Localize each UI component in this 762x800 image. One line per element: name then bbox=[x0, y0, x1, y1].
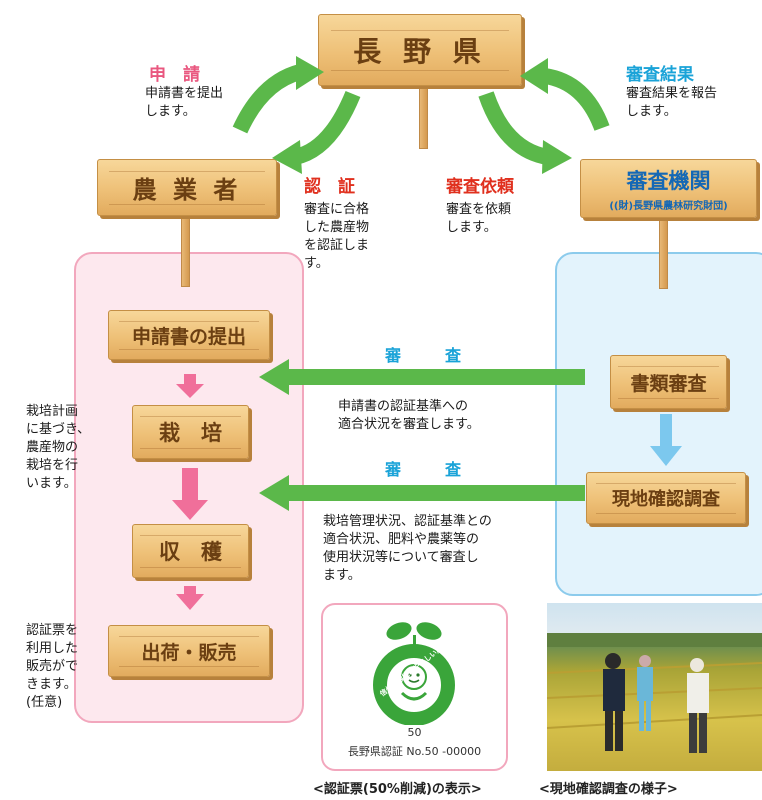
review-arrows bbox=[259, 359, 585, 511]
farmer-step-label: 栽 培 bbox=[159, 421, 222, 445]
result-label-group: 審査結果 審査結果を報告 します。 bbox=[626, 60, 717, 121]
certificate-number: 長野県認証 No.50 -00000 bbox=[347, 745, 482, 758]
inspector-label: 審査機関 bbox=[626, 169, 711, 193]
farmer-flow-arrows bbox=[172, 374, 208, 610]
ticket-note: 認証票を 利用した 販売がで きます。 (任意) bbox=[26, 623, 79, 710]
review-2-desc: 栽培管理状況、認証基準との 適合状況、肥料や農薬等の 使用状況等について審査し … bbox=[323, 514, 492, 583]
down-arrow-2 bbox=[172, 468, 208, 520]
arrow-head-farmer-to-prefecture bbox=[296, 56, 324, 90]
arrow-inspector-to-prefecture bbox=[543, 68, 610, 131]
prefecture-label: 長 野 県 bbox=[353, 35, 487, 68]
field-inspection-photo bbox=[547, 603, 762, 771]
arrow-head-prefecture-to-inspector bbox=[542, 140, 572, 174]
farmer-sign: 農 業 者 bbox=[97, 159, 277, 216]
arrow-prefecture-to-inspector bbox=[478, 91, 550, 165]
certificate-card: 信州の環境にやさしい農産物 50 長野県認証 No.50 -00000 bbox=[321, 603, 508, 771]
inspection-flow-arrow bbox=[650, 414, 682, 466]
inspection-step-document: 書類審査 bbox=[610, 355, 727, 409]
request-title: 審査依頼 bbox=[446, 177, 514, 197]
farmer-step-shipping: 出荷・販売 bbox=[108, 625, 270, 677]
cultivation-note: 栽培計画 に基づき、 農産物の 栽培を行 います。 bbox=[26, 404, 91, 491]
down-arrow-3 bbox=[176, 586, 204, 610]
inspection-step-onsite: 現地確認調査 bbox=[586, 472, 746, 524]
certificate-logo bbox=[373, 622, 455, 725]
inspector-person-3 bbox=[687, 658, 709, 753]
review-2-label: 審 査 bbox=[385, 460, 476, 479]
cycle-arrows bbox=[232, 56, 610, 174]
farmer-step-label: 出荷・販売 bbox=[141, 641, 237, 664]
certificate-caption: <認証票(50%削減)の表示> bbox=[313, 782, 482, 797]
arrow-prefecture-to-farmer bbox=[292, 90, 361, 165]
farmer-step-harvest: 収 穫 bbox=[132, 524, 249, 578]
inspector-sign: 審査機関 ((財)長野県農林研究財団) bbox=[580, 159, 757, 218]
farmer-step-label: 収 穫 bbox=[159, 540, 222, 564]
photo-caption: <現地確認調査の様子> bbox=[539, 782, 678, 797]
application-label-group: 申 請 申請書を提出 します。 bbox=[145, 60, 223, 121]
application-body: 申請書を提出 します。 bbox=[145, 86, 224, 119]
inspection-process-panel bbox=[555, 252, 762, 596]
inspection-step-label: 現地確認調査 bbox=[612, 489, 720, 510]
certificate-percent: 50 bbox=[407, 726, 422, 739]
certification-body: 審査に合格 した農産物 を認証しま す。 bbox=[304, 202, 370, 271]
request-label-group: 審査依頼 審査を依頼 します。 bbox=[446, 172, 514, 237]
inspection-step-label: 書類審査 bbox=[630, 372, 707, 395]
review-arrow-2 bbox=[259, 475, 585, 511]
farmer-step-cultivation: 栽 培 bbox=[132, 405, 249, 459]
result-body: 審査結果を報告 します。 bbox=[626, 86, 718, 119]
farmer-label: 農 業 者 bbox=[132, 176, 242, 204]
farmer-step-application: 申請書の提出 bbox=[108, 310, 270, 360]
review-1-desc: 申請書の認証基準への 適合状況を審査します。 bbox=[338, 399, 480, 432]
result-title: 審査結果 bbox=[626, 65, 694, 85]
prefecture-sign: 長 野 県 bbox=[318, 14, 522, 86]
certification-label-group: 認 証 審査に合格 した農産物 を認証しま す。 bbox=[304, 172, 369, 273]
arrow-head-inspector-to-prefecture bbox=[520, 58, 548, 94]
inspector-person-2 bbox=[637, 655, 653, 731]
field-scene bbox=[547, 633, 762, 753]
application-title: 申 請 bbox=[149, 65, 200, 85]
arrow-head-prefecture-to-farmer bbox=[272, 140, 302, 174]
request-body: 審査を依頼 します。 bbox=[446, 202, 512, 235]
down-arrow-1 bbox=[176, 374, 204, 398]
inspector-sublabel: ((財)長野県農林研究財団) bbox=[609, 201, 728, 212]
inspector-person-1 bbox=[603, 653, 625, 751]
review-arrow-1 bbox=[259, 359, 585, 395]
certification-title: 認 証 bbox=[304, 177, 355, 197]
arrow-farmer-to-prefecture bbox=[232, 64, 303, 134]
farmer-step-label: 申請書の提出 bbox=[131, 325, 246, 348]
review-1-label: 審 査 bbox=[385, 346, 476, 365]
